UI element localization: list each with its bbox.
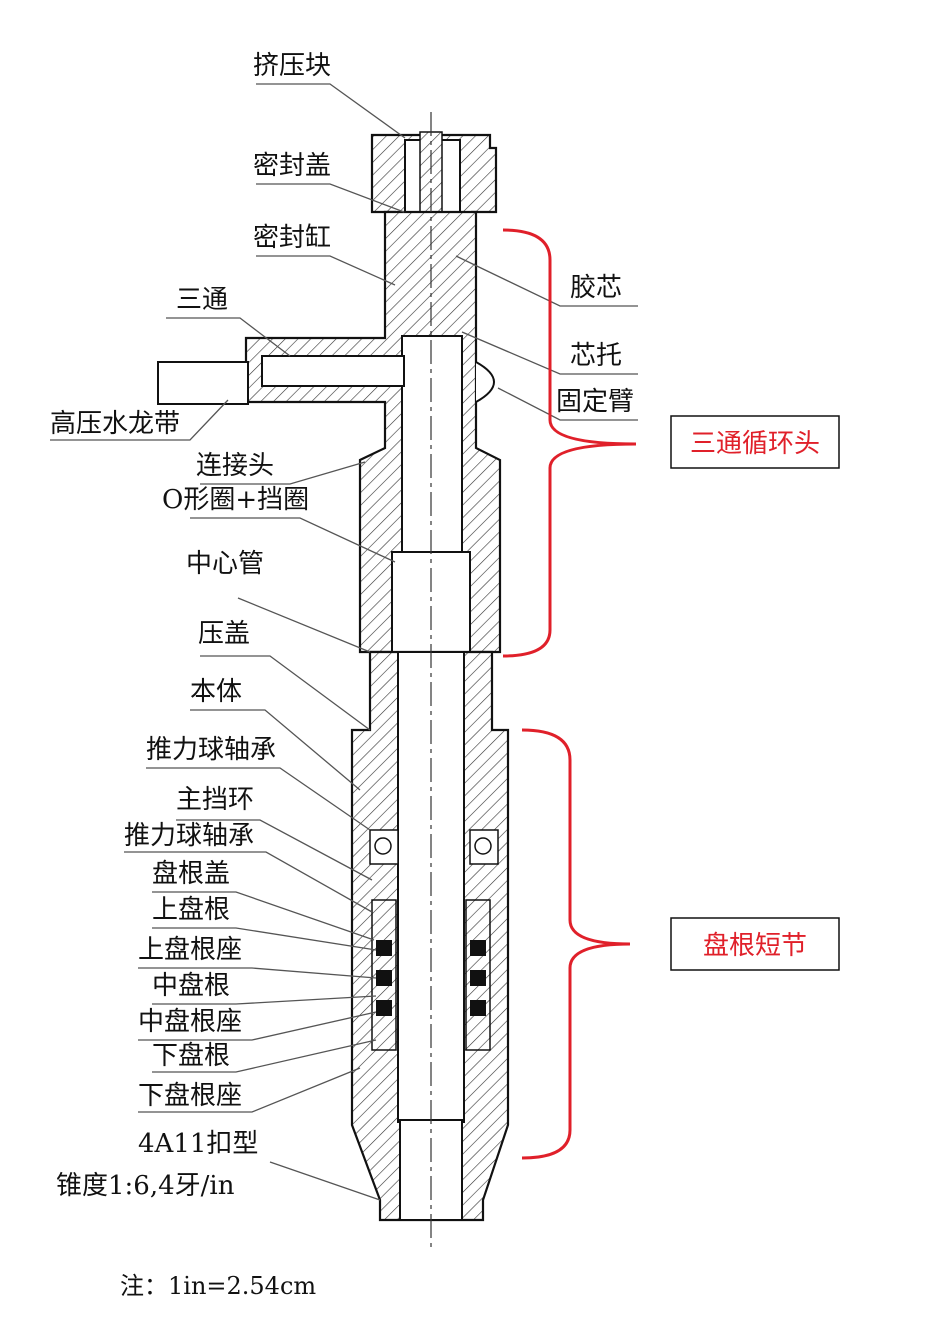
tee-head-box: [670, 415, 840, 469]
label-tee: 三通: [176, 285, 228, 315]
label-upper-packing-seat: 上盘根座: [138, 935, 242, 965]
label-main-retainer: 主挡环: [176, 785, 254, 815]
label-seal-cylinder: 密封缸: [253, 223, 331, 253]
label-upper-packing: 上盘根: [152, 895, 230, 925]
label-fixed-arm: 固定臂: [556, 387, 634, 417]
label-rubber-core: 胶芯: [570, 273, 622, 303]
label-connector: 连接头: [196, 451, 274, 481]
label-core-holder: 芯托: [570, 341, 622, 371]
packing-sub-box: [670, 917, 840, 971]
label-lower-packing: 下盘根: [152, 1041, 230, 1071]
label-seal-cap: 密封盖: [253, 151, 331, 181]
unit-note: 注：1in=2.54cm: [120, 1272, 316, 1300]
packing-stack: [369, 829, 499, 1051]
label-o-ring: O形圈+挡圈: [162, 485, 309, 515]
group-boxes: 三通循环头 盘根短节: [670, 415, 840, 971]
label-lower-packing-seat: 下盘根座: [138, 1081, 242, 1111]
label-extrusion-block: 挤压块: [253, 51, 331, 81]
label-packing-cap: 盘根盖: [152, 859, 230, 889]
label-middle-packing: 中盘根: [152, 971, 230, 1001]
label-center-pipe: 中心管: [186, 549, 264, 579]
label-thread-type: 4A11扣型: [138, 1129, 258, 1159]
label-gland: 压盖: [198, 619, 250, 649]
label-thrust-bearing-2: 推力球轴承: [124, 821, 254, 851]
label-thrust-bearing-1: 推力球轴承: [146, 735, 276, 765]
right-labels: 胶芯 芯托 固定臂: [556, 273, 634, 417]
label-packing-sub: 盘根短节: [703, 931, 807, 961]
bracket-tee-head: [502, 228, 637, 658]
label-high-pressure-hose: 高压水龙带: [50, 409, 180, 439]
bracket-packing-sub: [521, 728, 631, 1160]
left-labels: 挤压块 密封盖 密封缸 三通 高压水龙带 连接头 O形圈+挡圈 中心管 压盖 本…: [50, 51, 331, 1201]
mechanical-drawing: [157, 112, 510, 1248]
label-middle-packing-seat: 中盘根座: [138, 1007, 242, 1037]
label-taper: 锥度1:6,4牙/in: [56, 1171, 235, 1201]
leader-lines: [50, 83, 638, 1201]
label-tee-circulation-head: 三通循环头: [690, 429, 820, 459]
label-body: 本体: [190, 677, 242, 707]
brackets: [502, 228, 637, 1160]
